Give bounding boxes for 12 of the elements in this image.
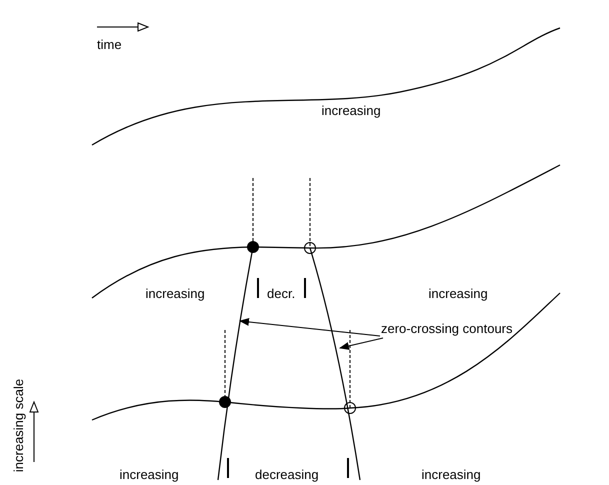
- callout-text: zero-crossing contours: [381, 321, 512, 336]
- region-label: decreasing: [255, 467, 319, 482]
- region-label: increasing: [120, 467, 179, 482]
- region-label: increasing: [322, 103, 381, 118]
- leader-line: [339, 338, 384, 350]
- region-label: increasing: [146, 286, 205, 301]
- axis-label: time: [97, 37, 122, 52]
- leader-line: [239, 318, 380, 336]
- region-label: increasing: [422, 467, 481, 482]
- axis-label: increasing scale: [10, 378, 26, 472]
- region-label: increasing: [428, 286, 488, 301]
- region-label: decr.: [267, 286, 296, 301]
